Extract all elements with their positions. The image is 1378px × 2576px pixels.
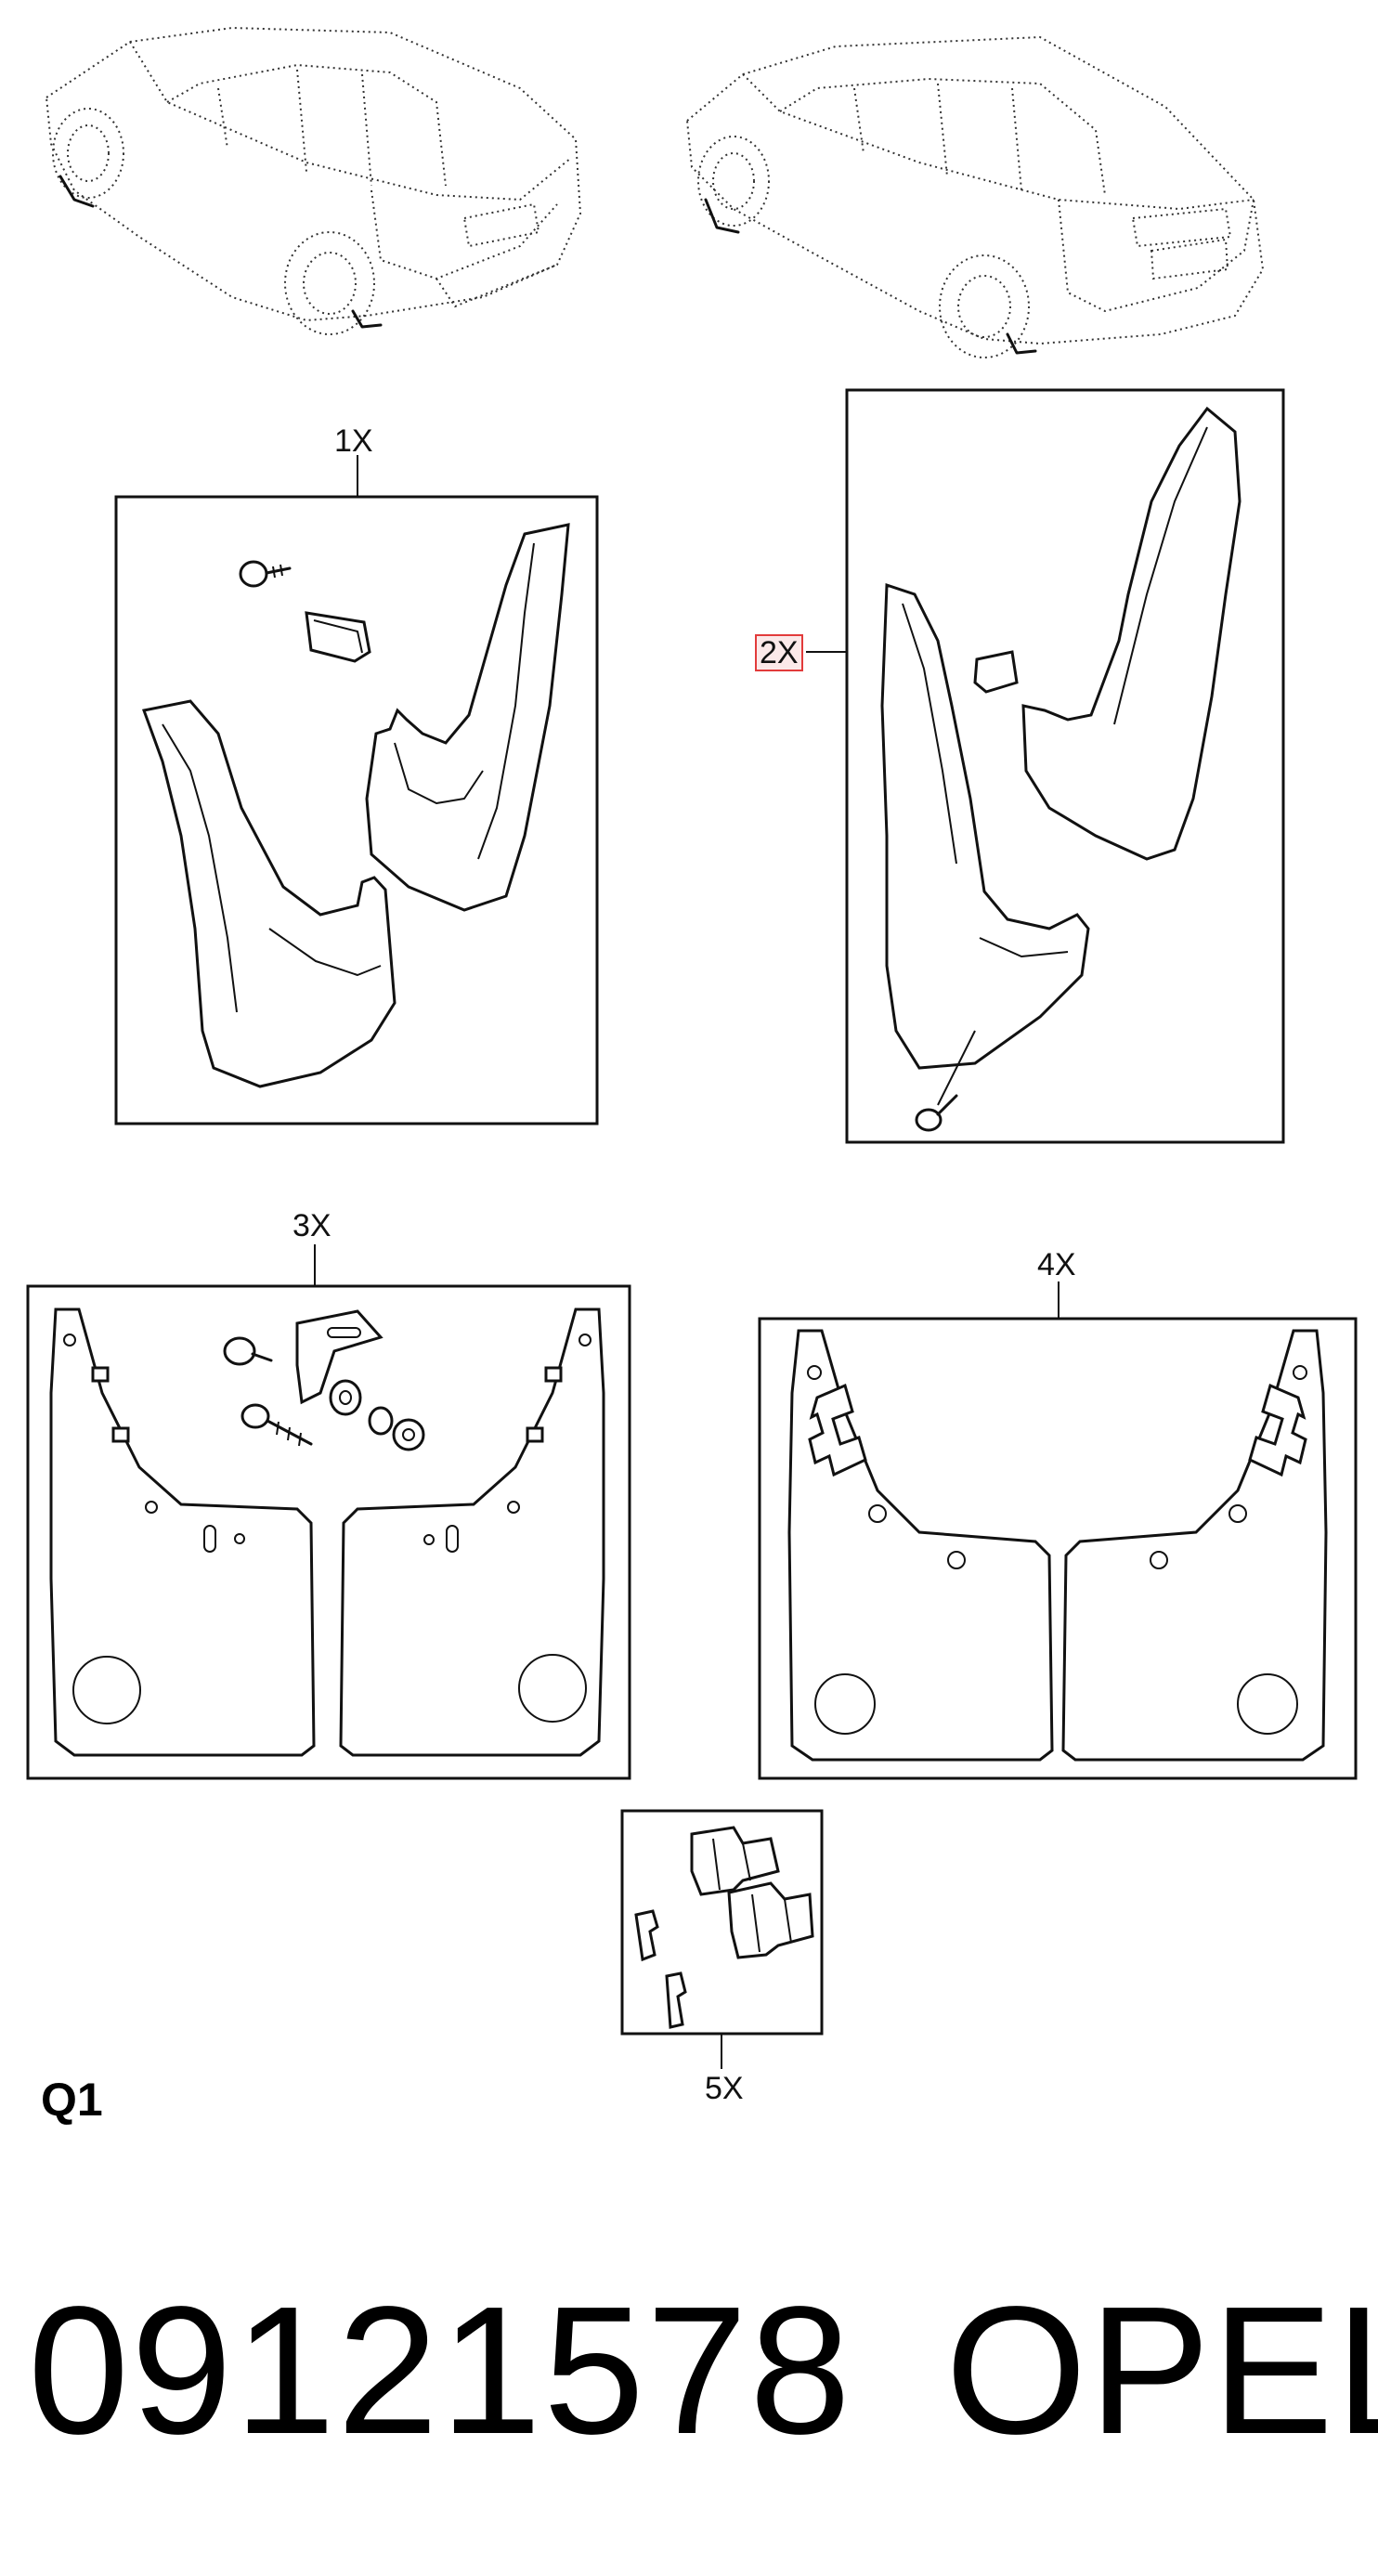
kit-2-panel	[806, 388, 1285, 1144]
bracket-icon	[295, 1309, 384, 1405]
mudflap-icon	[49, 1308, 316, 1757]
mudflap-icon	[339, 1308, 605, 1757]
kit-4-label: 4X	[1037, 1247, 1076, 1282]
kit-5-label: 5X	[705, 2071, 744, 2106]
clip-icon	[305, 611, 371, 663]
kit-3-panel	[26, 1244, 631, 1780]
kit-5-panel	[620, 1809, 824, 2069]
clip-icon	[973, 650, 1019, 694]
mudflap-icon	[787, 1329, 1054, 1762]
diagram-id: Q1	[41, 2074, 103, 2126]
kit-3-label: 3X	[292, 1208, 332, 1243]
parts-diagram	[26, 26, 1358, 2069]
kit-1-label: 1X	[334, 423, 373, 459]
part-number: 09121578	[28, 2269, 853, 2472]
screw-icon	[223, 1336, 313, 1447]
brand-name: OPEL	[945, 2269, 1378, 2472]
mudflap-icon	[141, 699, 396, 1088]
clip-icon	[634, 1909, 687, 2029]
clip-icon	[690, 1826, 814, 1959]
kit-2-label[interactable]: 2X	[755, 634, 803, 671]
nut-icon	[368, 1406, 425, 1451]
screw-icon	[239, 560, 292, 588]
washer-icon	[329, 1379, 362, 1416]
hatchback-car-illustration	[45, 26, 582, 335]
kit-1-panel	[114, 455, 599, 1125]
mudflap-icon	[365, 523, 570, 912]
mudflap-icon	[880, 582, 1090, 1070]
kit-4-panel	[758, 1281, 1358, 1780]
estate-car-illustration	[685, 35, 1265, 358]
screw-icon	[915, 1030, 976, 1132]
mudflap-icon	[1061, 1329, 1328, 1762]
mudflap-icon	[1021, 406, 1242, 861]
